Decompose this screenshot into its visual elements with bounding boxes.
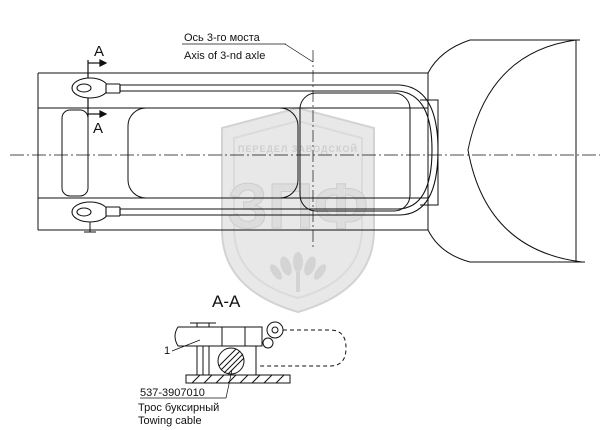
axis-label-leader: [284, 43, 314, 63]
frame-outline: [37, 39, 585, 263]
axle-housing-outline: [467, 39, 583, 263]
section-detail: [174, 321, 347, 384]
section-title: A-A: [212, 292, 241, 311]
section-label-top: A: [94, 43, 104, 60]
part-name-en: Towing cable: [138, 415, 202, 427]
part-number: 537-3907010: [140, 387, 205, 399]
section-label-bottom: A: [93, 120, 103, 137]
part-name-ru: Трос буксирный: [138, 402, 219, 414]
cable-eye-top: [71, 77, 121, 99]
cable-eye-bottom: [71, 201, 121, 223]
callout-number: 1: [164, 345, 170, 357]
bolt-bottom: [84, 222, 96, 233]
towing-cable-plan: [118, 84, 439, 216]
axis-label-en: Axis of 3-nd axle: [184, 50, 265, 62]
section-mark-top: [87, 59, 108, 78]
watermark-wheat-icon: [269, 252, 327, 292]
callout-leader: [171, 339, 201, 352]
section-mark-bottom: [87, 98, 108, 118]
axis-label-ru: Ось 3-го моста: [184, 32, 261, 44]
